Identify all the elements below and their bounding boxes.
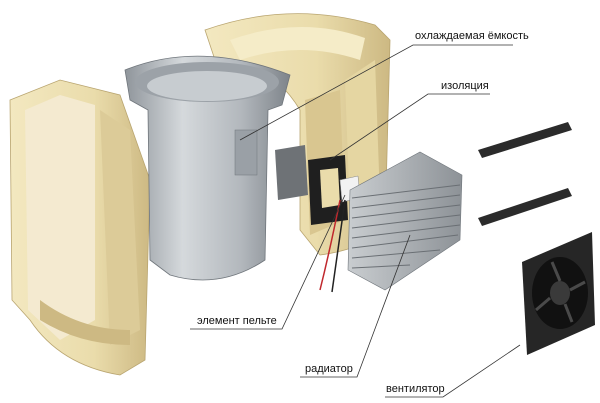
cooled-container [124, 55, 291, 281]
leader-lines [190, 44, 521, 398]
radiator [347, 151, 463, 291]
label-fan: вентилятор [386, 383, 445, 395]
label-peltier-element: элемент пельте [197, 315, 277, 327]
label-insulation: изоляция [441, 80, 489, 92]
mounting-brackets [478, 122, 572, 226]
insulation-front-half [9, 79, 151, 376]
label-radiator: радиатор [305, 363, 353, 375]
fan [522, 232, 595, 355]
label-cooled-container: охлаждаемая ёмкость [415, 30, 529, 42]
